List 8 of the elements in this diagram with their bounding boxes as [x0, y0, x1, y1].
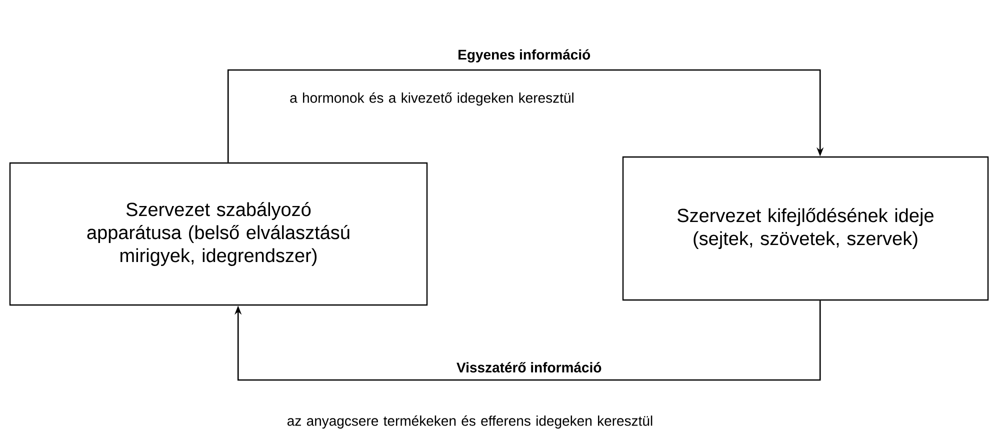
text-box: Szervezet szabályozó apparátusa (belső elválasztású mirigyek, idegrendszer) — [9, 162, 428, 306]
text-box: Szervezet kifejlődésének ideje (sejtek, szövetek, szervek) — [622, 156, 989, 301]
arrow — [227, 69, 824, 162]
arrow — [234, 300, 821, 381]
edge-label: Visszatérő információ — [456, 362, 602, 372]
note-text: az anyagcsere termékeken és efferens idegeken keresztül — [287, 415, 652, 429]
edge-label: Egyenes információ — [458, 49, 590, 62]
note-text: a hormonok és a kivezető idegeken keresztül — [290, 92, 574, 106]
